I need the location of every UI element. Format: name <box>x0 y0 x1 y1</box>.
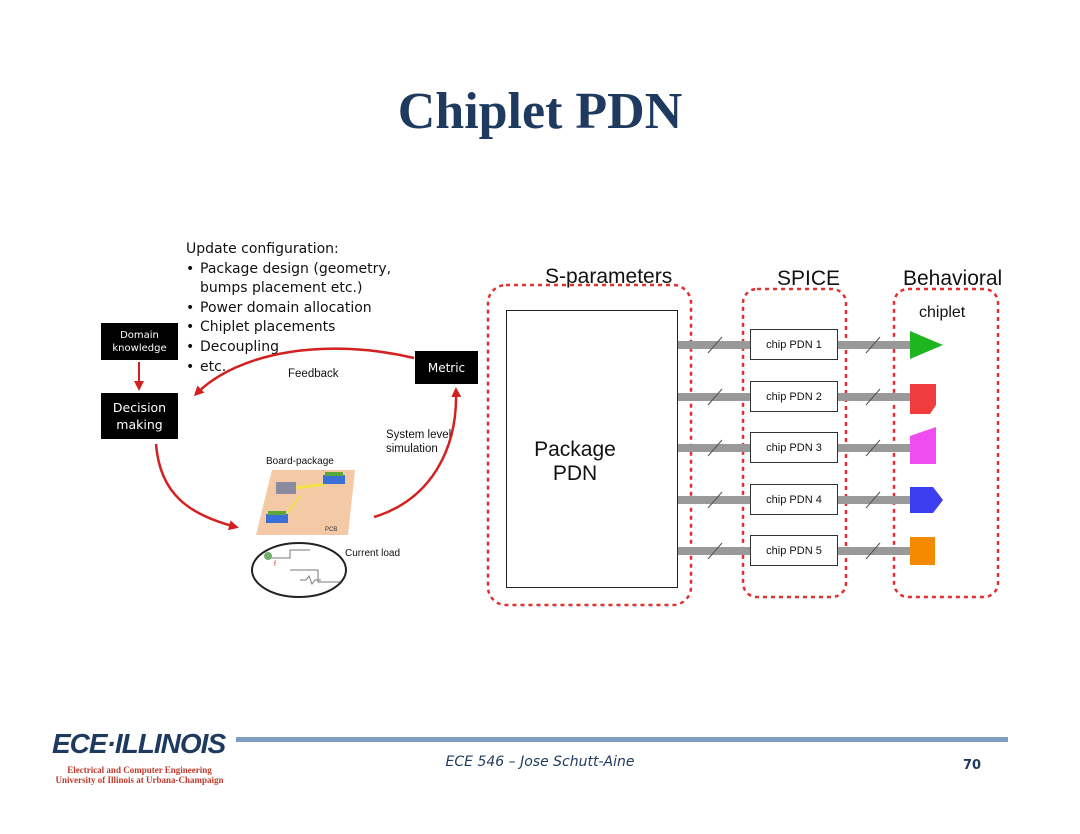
bus-slash <box>865 542 881 560</box>
decision-making-box: Decision making <box>101 393 178 439</box>
bus-slash <box>707 439 723 457</box>
update-item: etc. <box>186 358 400 378</box>
package-pdn-label: Package PDN <box>534 438 616 485</box>
metric-box: Metric <box>415 351 478 384</box>
update-item: Chiplet placements <box>186 318 400 338</box>
update-item: Power domain allocation <box>186 299 400 319</box>
header-spice: SPICE <box>777 267 841 290</box>
update-heading: Update configuration: <box>186 241 339 257</box>
svg-text:f: f <box>274 561 276 568</box>
chiplet-shape <box>910 487 943 513</box>
header-sparameters: S-parameters <box>545 265 673 288</box>
chip-pdn-box: chip PDN 5 <box>750 535 838 566</box>
header-behavioral: Behavioral <box>903 267 1003 290</box>
logo-subtitle-university: University of Illinois at Urbana-Champai… <box>55 775 224 785</box>
current-load-label: Current load <box>345 548 401 559</box>
board-package-label: Board-package <box>266 456 334 467</box>
system-level-label: System level simulation <box>386 429 452 455</box>
page-number: 70 <box>963 758 982 773</box>
update-item: Decoupling <box>186 338 400 358</box>
bus-slash <box>865 388 881 406</box>
chiplet-shape <box>910 427 936 464</box>
ece-illinois-logo: ECE·ILLINOIS <box>52 728 226 759</box>
update-item: Package design (geometry, bumps placemen… <box>186 260 400 299</box>
decision-to-board-arrow <box>154 443 239 531</box>
package-pdn-box <box>506 310 678 588</box>
chip-pdn-box: chip PDN 1 <box>750 329 838 360</box>
chiplet-label: chiplet <box>919 304 966 321</box>
feedback-arrow <box>193 347 415 397</box>
chiplet-shape <box>910 537 935 565</box>
slide-title: Chiplet PDN <box>397 83 683 140</box>
chiplet-shape <box>910 331 943 359</box>
chip-pdn-box: chip PDN 2 <box>750 381 838 412</box>
footer-course: ECE 546 – Jose Schutt-Aine <box>445 754 635 770</box>
bus-slash <box>865 491 881 509</box>
footer-divider <box>236 737 1008 742</box>
feedback-label: Feedback <box>288 368 339 380</box>
domain-knowledge-box: Domain knowledge <box>101 323 178 360</box>
bus-slash <box>707 491 723 509</box>
chip-pdn-box: chip PDN 4 <box>750 484 838 515</box>
pcb-label: PCB <box>325 527 337 533</box>
chip-pdn-box: chip PDN 3 <box>750 432 838 463</box>
spice-dashed-group <box>741 287 848 599</box>
bus-slash <box>707 336 723 354</box>
logo-subtitle-dept: Electrical and Computer Engineering <box>67 765 212 775</box>
bus-slash <box>707 542 723 560</box>
board-to-metric-arrow <box>373 387 462 519</box>
bus-slash <box>865 336 881 354</box>
bus-slash <box>707 388 723 406</box>
current-load-illustration: f <box>251 542 347 598</box>
update-configuration-list: Update configuration: Package design (ge… <box>186 240 400 377</box>
board-package-illustration: PCB <box>256 470 355 535</box>
bus-slash <box>865 439 881 457</box>
chiplet-shape <box>910 384 936 414</box>
